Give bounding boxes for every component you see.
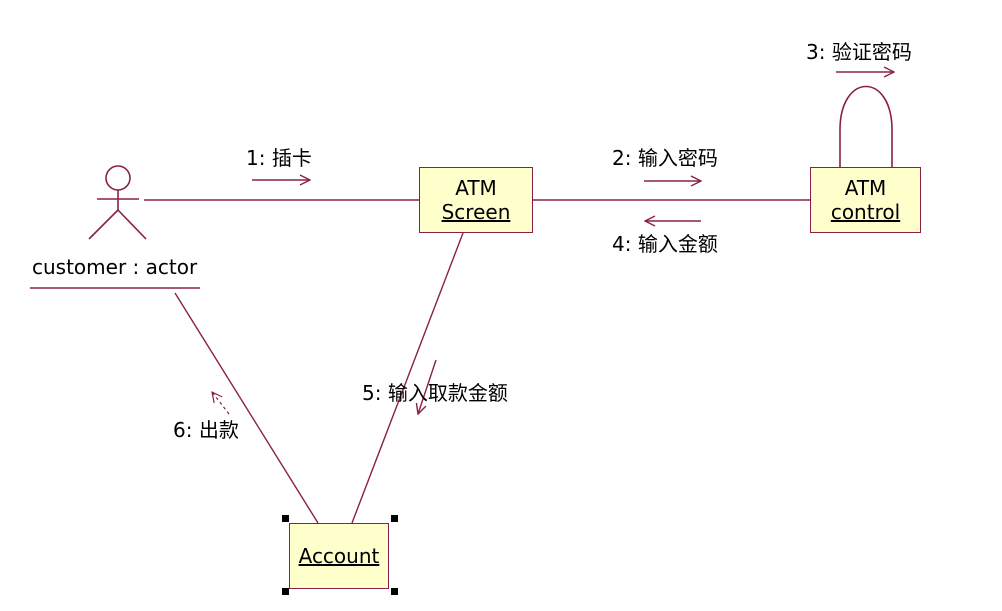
actor-left-leg (88, 209, 119, 240)
message-label-1: 1: 插卡 (246, 146, 312, 170)
selection-handle-top-left[interactable] (282, 515, 289, 522)
atm-screen-line1: ATM (455, 176, 497, 200)
account-object[interactable]: Account (289, 523, 389, 589)
atm-control-line1: ATM (844, 176, 887, 200)
atm-control-line2: control (830, 200, 901, 224)
message-label-2: 2: 输入密码 (612, 146, 718, 170)
actor-head (105, 165, 131, 191)
link-actor-account (174, 292, 319, 524)
link-atm-screen-account (351, 232, 464, 524)
selection-handle-bottom-left[interactable] (282, 588, 289, 595)
selection-handle-bottom-right[interactable] (391, 588, 398, 595)
atm-screen-object[interactable]: ATM Screen (419, 167, 533, 233)
atm-control-object[interactable]: ATM control (810, 167, 921, 233)
atm-screen-line2: Screen (441, 200, 511, 224)
message-label-3: 3: 验证密码 (806, 40, 912, 64)
message-label-6: 6: 出款 (173, 418, 239, 442)
actor-figure (88, 165, 147, 240)
selection-handle-top-right[interactable] (391, 515, 398, 522)
account-name: Account (298, 544, 380, 568)
message-arrow-6 (212, 392, 230, 415)
self-link-atm-control (839, 85, 893, 167)
actor-right-leg (117, 209, 147, 240)
message-label-4: 4: 输入金额 (612, 232, 718, 256)
message-arrow-5 (418, 359, 437, 414)
message-label-5: 5: 输入取款金额 (362, 381, 508, 405)
actor-label: customer : actor (32, 255, 198, 279)
